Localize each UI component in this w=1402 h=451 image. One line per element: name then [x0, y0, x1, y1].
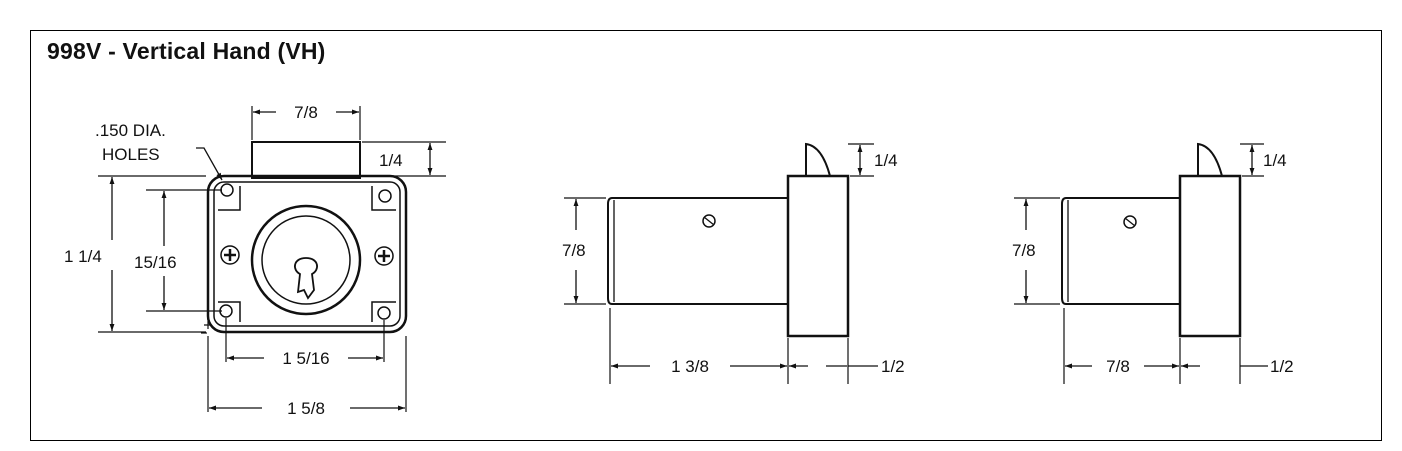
- long-cam: [805, 142, 831, 177]
- long-cylinder: [607, 197, 788, 305]
- drawing-frame: [30, 30, 1382, 441]
- holes-note-line2: HOLES: [102, 145, 160, 164]
- short-cylinder: [1061, 197, 1180, 305]
- dim-front-hole-spacing-vertical: 15/16: [134, 253, 177, 272]
- dim-long-body-thickness: 1/2: [881, 357, 905, 376]
- holes-note-line1: .150 DIA.: [95, 121, 166, 140]
- dim-short-cylinder-length: 7/8: [1106, 357, 1130, 376]
- mounting-hole-tr: [378, 189, 392, 203]
- screw-left-icon: [220, 245, 240, 265]
- screw-right-icon: [374, 246, 394, 266]
- dim-front-cam-height: 1/4: [379, 151, 403, 170]
- dim-long-cylinder-diameter: 7/8: [562, 241, 586, 260]
- mounting-hole-tl: [220, 183, 234, 197]
- dim-long-cylinder-length: 1 3/8: [671, 357, 709, 376]
- short-body: [1178, 174, 1242, 338]
- front-view: [98, 106, 446, 412]
- dim-front-overall-width: 1 5/8: [287, 399, 325, 418]
- side-view-short: [1014, 142, 1268, 384]
- long-set-screw-icon: [702, 214, 716, 228]
- dim-short-cylinder-diameter: 7/8: [1012, 241, 1036, 260]
- dim-front-cam-width: 7/8: [294, 103, 318, 122]
- dim-short-cam-height: 1/4: [1263, 151, 1287, 170]
- dim-long-cam-height: 1/4: [874, 151, 898, 170]
- side-view-long: [564, 142, 878, 384]
- keyway-icon: [294, 257, 318, 300]
- front-body-inner: [213, 181, 401, 327]
- drawing-title: 998V - Vertical Hand (VH): [47, 38, 326, 64]
- short-set-screw-icon: [1123, 215, 1137, 229]
- mounting-hole-br: [377, 306, 391, 320]
- short-cam: [1197, 142, 1223, 177]
- dim-front-hole-spacing-horizontal: 1 5/16: [282, 349, 329, 368]
- dim-short-body-thickness: 1/2: [1270, 357, 1294, 376]
- front-body-outer: [206, 174, 408, 334]
- cylinder-face-outer: [250, 204, 362, 316]
- front-cam: [251, 141, 361, 179]
- long-body: [786, 174, 850, 338]
- dim-front-overall-height: 1 1/4: [64, 247, 102, 266]
- cylinder-face-inner: [261, 215, 351, 305]
